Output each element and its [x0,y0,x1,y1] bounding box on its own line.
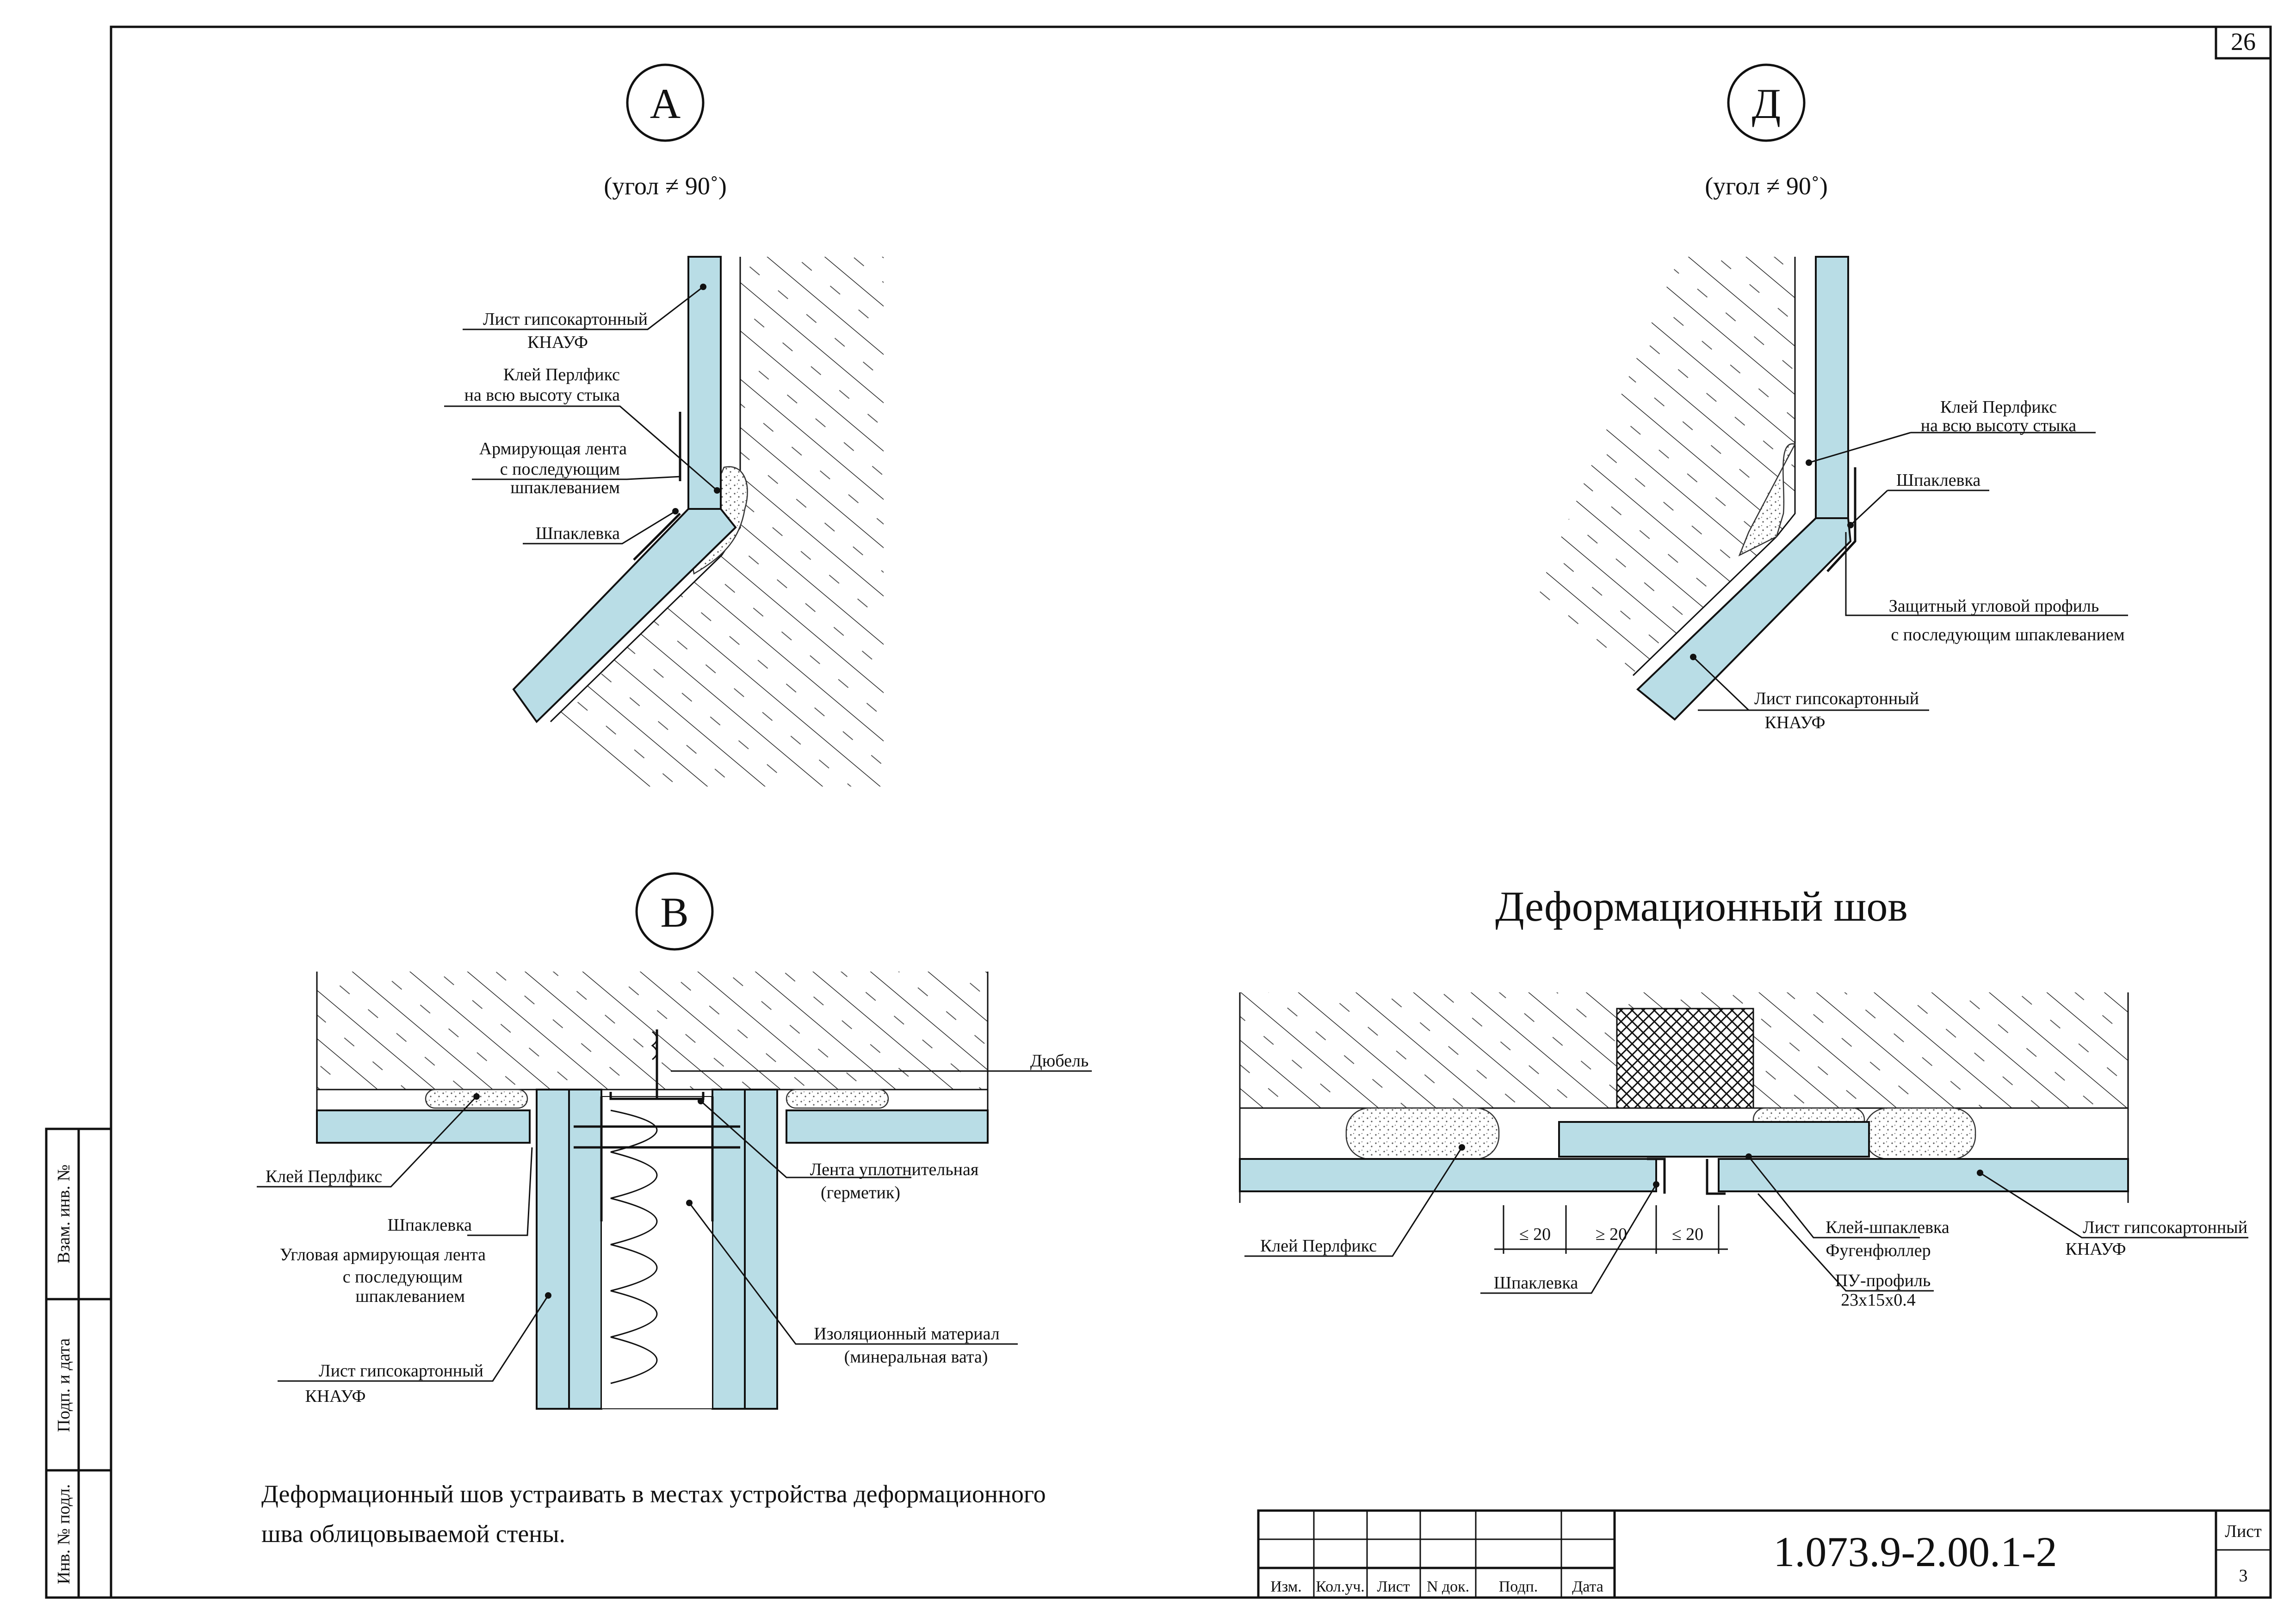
joint-filler [1616,1008,1754,1109]
detail-a-mark: А [650,80,681,127]
detail-joint: Деформационный шов ≤ 20 ≥ 20 ≤ 20 Клей [1239,883,2248,1310]
detail-v-label-tape2: с последующим [343,1267,463,1287]
detail-v-label-dowel: Дюбель [1030,1051,1089,1071]
detail-d-mark-circle [1727,63,1806,142]
detail-d-label-glue1: Клей Перлфикс [1940,397,2057,417]
detail-a: А (угол ≠ 90˚) Лист гипсокартонный КНАУФ… [444,63,884,787]
joint-label-glue: Клей Перлфикс [1260,1236,1377,1256]
detail-v-wall [317,972,988,1090]
detail-d-wall [1536,257,1795,675]
detail-a-label-glue1: Клей Перлфикс [503,365,620,384]
detail-v-label-ins2: (минеральная вата) [844,1347,988,1367]
sheet-frame: 26 [110,25,2272,1599]
detail-d-label-sheet1: Лист гипсокартонный [1754,689,1919,708]
detail-d-board-inclined [1636,517,1852,721]
joint-label-putty: Шпаклевка [1494,1273,1578,1293]
tb-col-data: Дата [1572,1578,1603,1595]
joint-title: Деформационный шов [1495,883,1908,930]
tb-col-kolych: Кол.уч. [1316,1578,1365,1595]
joint-dim-3: ≤ 20 [1672,1225,1703,1244]
joint-label-sheet2: КНАУФ [2066,1239,2126,1259]
joint-label-sheet1: Лист гипсокартонный [2083,1218,2247,1237]
detail-v-label-seal2: (герметик) [821,1183,900,1202]
title-block: Изм. Кол.уч. Лист N док. Подп. Дата 1.07… [1257,1509,2272,1599]
detail-a-label-tape2: с последующим [500,459,620,479]
tb-code: 1.073.9-2.00.1-2 [1773,1528,2057,1575]
detail-v-board-left [316,1109,531,1144]
detail-a-label-tape1: Армирующая лента [479,439,627,458]
detail-v-label-ins1: Изоляционный материал [814,1324,1000,1344]
detail-a-label-putty: Шпаклевка [535,524,620,543]
joint-backing-strip [1558,1121,1870,1158]
joint-board-right [1718,1158,2129,1192]
stamp-orig-inv: Инв. № подл. [54,1484,74,1585]
detail-a-label-tape3: шпаклеванием [510,478,620,497]
detail-v-label-tape3: шпаклеванием [355,1287,465,1306]
tb-sheet-label: Лист [2225,1522,2262,1541]
detail-v-board-v1 [536,1089,570,1410]
detail-d-label-prof2: с последующим шпаклеванием [1891,625,2124,644]
detail-v-board-v2 [568,1089,602,1410]
joint-dim-1: ≤ 20 [1519,1225,1551,1244]
detail-a-subtitle: (угол ≠ 90˚) [604,172,727,200]
detail-a-mark-circle [626,63,705,142]
joint-label-pu1: ПУ-профиль [1835,1271,1931,1290]
tb-col-ndok: N док. [1427,1578,1469,1595]
detail-a-label-sheet1: Лист гипсокартонный [483,310,648,329]
page-number: 26 [2231,28,2256,56]
note-line-1: Деформационный шов устраивать в местах у… [261,1480,1046,1508]
detail-v-label-seal1: Лента уплотнительная [810,1160,979,1179]
detail-v-label-tape1: Угловая армирующая лента [280,1245,486,1264]
joint-board-left [1239,1158,1657,1192]
detail-d-label-putty: Шпаклевка [1896,471,1981,490]
stamp-replaced-inv: Взам. инв. № [54,1165,74,1264]
tb-col-izm: Изм. [1270,1578,1302,1595]
tb-col-podp: Подп. [1499,1578,1538,1595]
detail-v-board-v3 [712,1089,746,1410]
detail-v-board-v4 [744,1089,778,1410]
sheet-note: Деформационный шов устраивать в местах у… [261,1480,1046,1548]
detail-d-subtitle: (угол ≠ 90˚) [1705,172,1828,200]
detail-v-label-putty: Шпаклевка [387,1215,472,1235]
detail-d: Д (угол ≠ 90˚) Клей Перлфикс на всю высо… [1536,63,2128,732]
tb-col-list: Лист [1377,1578,1410,1595]
detail-a-label-sheet2: КНАУФ [527,333,588,352]
tb-sheet-no: 3 [2239,1566,2248,1586]
detail-d-label-sheet2: КНАУФ [1765,713,1826,732]
detail-a-wall [551,257,884,787]
detail-v-board-right [786,1109,989,1144]
detail-v-label-glue: Клей Перлфикс [266,1167,382,1186]
detail-d-glue [1738,443,1796,557]
joint-label-fugen: Фугенфюллер [1826,1241,1931,1260]
detail-d-mark: Д [1752,80,1781,127]
detail-v-mark: В [660,889,688,936]
detail-v-mark-circle [635,872,714,951]
detail-v: В [257,872,1092,1410]
note-line-2: шва облицовываемой стены. [261,1520,565,1548]
detail-a-board-inclined [512,508,737,724]
joint-label-gluefill: Клей-шпаклевка [1826,1218,1949,1237]
detail-v-label-sheet1: Лист гипсокартонный [319,1361,483,1381]
detail-d-label-glue2: на всю высоту стыка [1921,416,2077,435]
detail-v-label-sheet2: КНАУФ [305,1387,366,1406]
side-stamp: Взам. инв. № Подп. и дата Инв. № подл. [45,1127,112,1599]
detail-v-insulation [610,1109,658,1384]
detail-d-label-prof1: Защитный угловой профиль [1889,596,2099,616]
stamp-sign-date: Подп. и дата [54,1338,74,1432]
detail-d-board-vertical [1815,256,1849,519]
detail-a-label-glue2: на всю высоту стыка [464,385,620,405]
joint-label-pu2: 23х15х0.4 [1841,1290,1916,1310]
